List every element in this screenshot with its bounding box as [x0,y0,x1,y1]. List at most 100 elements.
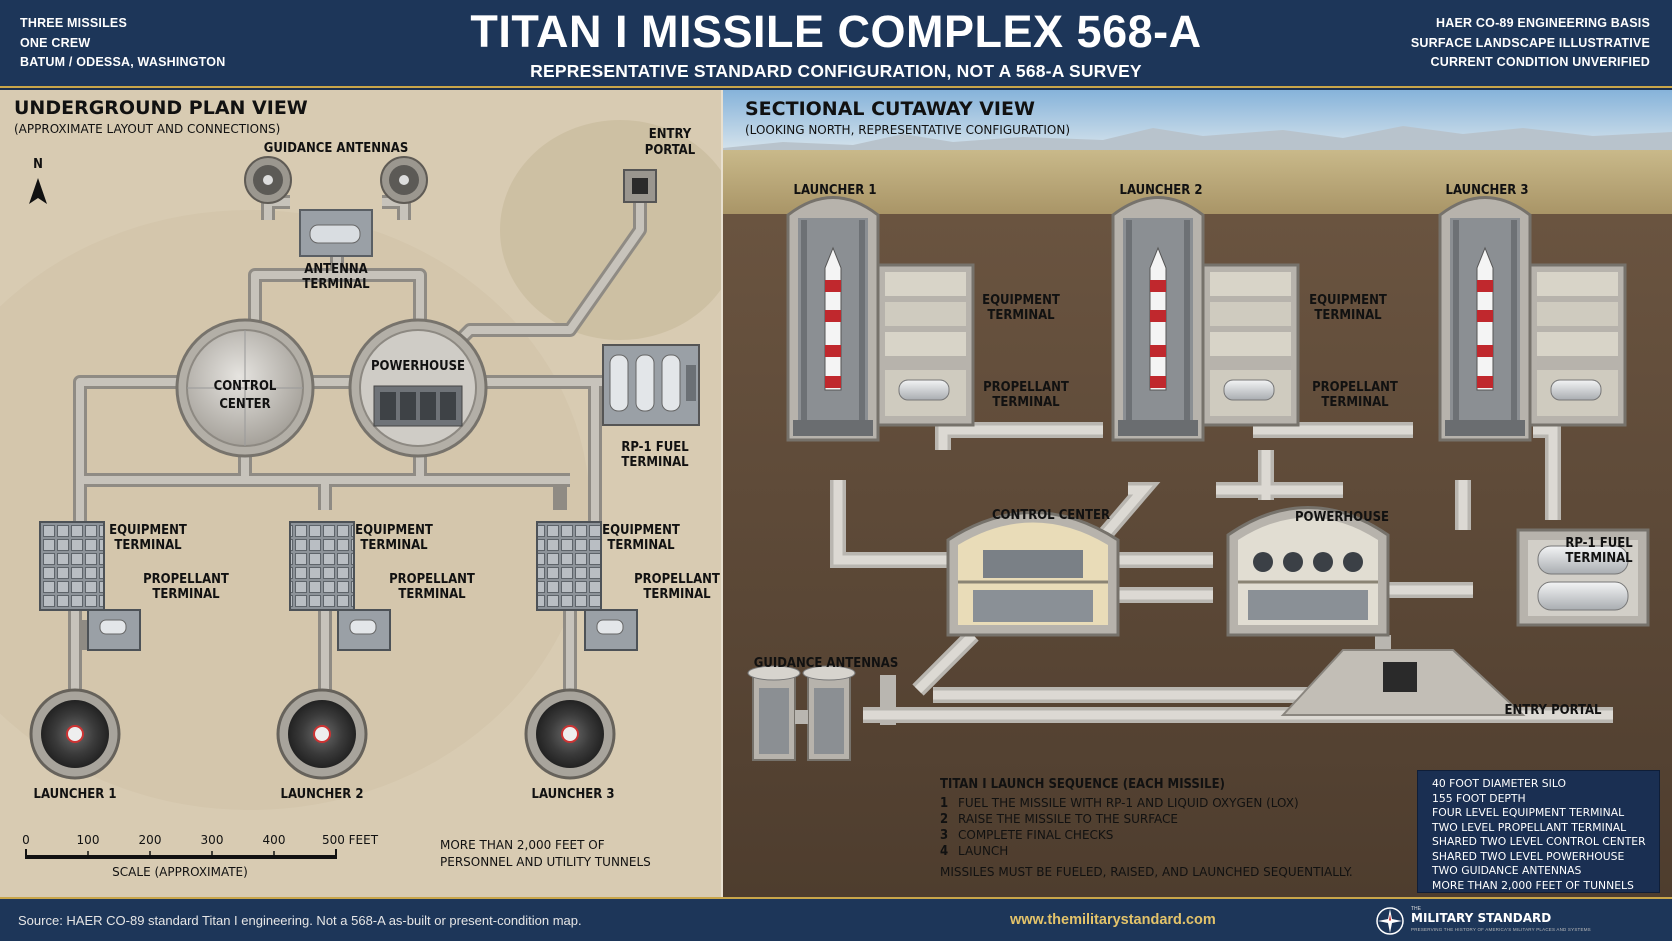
spec-line: 155 FOOT DEPTH [1432,791,1526,805]
label-antenna-terminal: TERMINAL [302,277,370,292]
plan-view-panel: N UNDERGROUND PLAN VIEW (APPROXIMATE LAY… [0,90,740,897]
label-guidance-antennas: GUIDANCE ANTENNAS [264,141,409,156]
header-right-line: HAER CO-89 ENGINEERING BASIS [1436,16,1650,30]
spec-line: FOUR LEVEL EQUIPMENT TERMINAL [1432,806,1625,819]
scale-tick: 200 [139,833,162,847]
label-control-center: CENTER [219,397,270,412]
tunnels-note: PERSONNEL AND UTILITY TUNNELS [440,855,651,869]
label-equipment-terminal: TERMINAL [114,538,182,553]
sequence-step-number: 2 [940,812,948,827]
section-guidance-antenna [747,665,801,761]
spec-line: TWO LEVEL PROPELLANT TERMINAL [1432,820,1627,834]
scale-tick: 300 [201,833,224,847]
label-propellant-terminal: PROPELLANT [983,380,1069,395]
plan-guidance-antenna [380,156,428,204]
panel-divider [721,90,723,897]
label-launcher: LAUNCHER 2 [1120,183,1203,198]
label-equipment-terminal: TERMINAL [607,538,675,553]
label-guidance-antennas: GUIDANCE ANTENNAS [754,656,899,671]
plan-equipment-terminal [39,521,141,651]
plan-launcher-silo [29,688,121,780]
plan-control-center [175,318,315,458]
section-equipment-terminal [1528,263,1627,427]
sequence-step-text: FUEL THE MISSILE WITH RP-1 AND LIQUID OX… [958,796,1299,810]
scale-label: SCALE (APPROXIMATE) [112,865,248,879]
plan-equipment-terminal [289,521,391,651]
logo-text: THE [1411,906,1421,912]
section-entry-portal [1280,649,1526,716]
section-launcher-silo [1438,196,1532,442]
scale-tick: 100 [77,833,100,847]
plan-equipment-terminal [536,521,638,651]
label-rp1-terminal: RP-1 FUEL [1565,536,1633,551]
label-launcher: LAUNCHER 3 [1446,183,1529,198]
label-propellant-terminal: TERMINAL [152,587,220,602]
spec-line: MORE THAN 2,000 FEET OF TUNNELS [1432,878,1634,892]
brand-logo: THE MILITARY STANDARD PRESERVING THE HIS… [1375,905,1605,937]
plan-antenna-terminal [299,209,373,257]
source-note: Source: HAER CO-89 standard Titan I engi… [18,913,582,928]
label-equipment-terminal: TERMINAL [1314,308,1382,323]
label-equipment-terminal: EQUIPMENT [982,293,1060,308]
section-rp1-terminal [1516,528,1650,627]
header-left-notes: THREE MISSILES ONE CREW BATUM / ODESSA, … [20,14,225,73]
launch-sequence-list: 1 FUEL THE MISSILE WITH RP-1 AND LIQUID … [940,796,1299,859]
sequence-step-text: LAUNCH [958,844,1008,858]
label-propellant-terminal: PROPELLANT [634,572,720,587]
label-rp1-terminal: TERMINAL [1565,551,1633,566]
section-control-center [946,511,1120,637]
plan-subtitle: (APPROXIMATE LAYOUT AND CONNECTIONS) [14,122,280,136]
label-equipment-terminal: TERMINAL [987,308,1055,323]
plan-rp1-terminal [602,344,700,426]
scale-tick: 500 FEET [322,833,379,847]
label-equipment-terminal: EQUIPMENT [602,523,680,538]
label-equipment-terminal: EQUIPMENT [109,523,187,538]
header-right-notes: HAER CO-89 ENGINEERING BASIS SURFACE LAN… [1411,14,1650,73]
mountains [723,126,1672,152]
label-equipment-terminal: EQUIPMENT [1309,293,1387,308]
header-right-line: CURRENT CONDITION UNVERIFIED [1430,55,1650,69]
label-propellant-terminal: TERMINAL [643,587,711,602]
label-propellant-terminal: PROPELLANT [1312,380,1398,395]
website-link[interactable]: www.themilitarystandard.com [1010,912,1216,928]
section-title: SECTIONAL CUTAWAY VIEW [745,98,1035,120]
plan-view-diagram: N UNDERGROUND PLAN VIEW (APPROXIMATE LAY… [0,90,740,897]
footer: Source: HAER CO-89 standard Titan I engi… [0,897,1672,941]
label-powerhouse: POWERHOUSE [1295,510,1389,525]
label-launcher: LAUNCHER 2 [281,787,364,802]
specs-box: 40 FOOT DIAMETER SILO 155 FOOT DEPTH FOU… [1417,770,1660,893]
label-launcher: LAUNCHER 1 [794,183,877,198]
header-left-line: BATUM / ODESSA, WASHINGTON [20,55,226,69]
label-propellant-terminal: PROPELLANT [389,572,475,587]
sequence-step-number: 1 [940,796,948,811]
plan-guidance-antenna [244,156,292,204]
north-label: N [33,157,43,172]
plan-launcher-silo [524,688,616,780]
plan-entry-portal [623,169,657,203]
tunnels-note: MORE THAN 2,000 FEET OF [440,838,605,852]
sequence-step-text: COMPLETE FINAL CHECKS [958,828,1113,842]
spec-line: SHARED TWO LEVEL POWERHOUSE [1432,849,1625,863]
label-propellant-terminal: TERMINAL [398,587,466,602]
section-powerhouse [1226,506,1390,637]
header-left-line: ONE CREW [20,35,91,50]
label-propellant-terminal: PROPELLANT [143,572,229,587]
scale-tick: 0 [22,833,30,847]
logo-text: MILITARY STANDARD [1411,911,1552,925]
section-equipment-terminal [1201,263,1300,427]
launch-sequence-title: TITAN I LAUNCH SEQUENCE (EACH MISSILE) [940,777,1225,792]
spec-line: SHARED TWO LEVEL CONTROL CENTER [1432,835,1646,848]
section-guidance-antenna [802,665,856,761]
label-entry-portal: PORTAL [645,143,696,158]
header-right-line: SURFACE LANDSCAPE ILLUSTRATIVE [1410,35,1650,50]
sequence-step-number: 4 [940,844,948,859]
logo-tagline: PRESERVING THE HISTORY OF AMERICA'S MILI… [1411,927,1591,932]
compass-star-icon [1376,907,1404,935]
label-antenna-terminal: ANTENNA [304,262,367,277]
plan-launcher-silo [276,688,368,780]
label-entry-portal: ENTRY [649,127,692,142]
plan-powerhouse [348,318,488,458]
page-subtitle: REPRESENTATIVE STANDARD CONFIGURATION, N… [530,61,1142,81]
section-launcher-silo [1111,196,1205,442]
north-arrow-icon [29,178,47,204]
